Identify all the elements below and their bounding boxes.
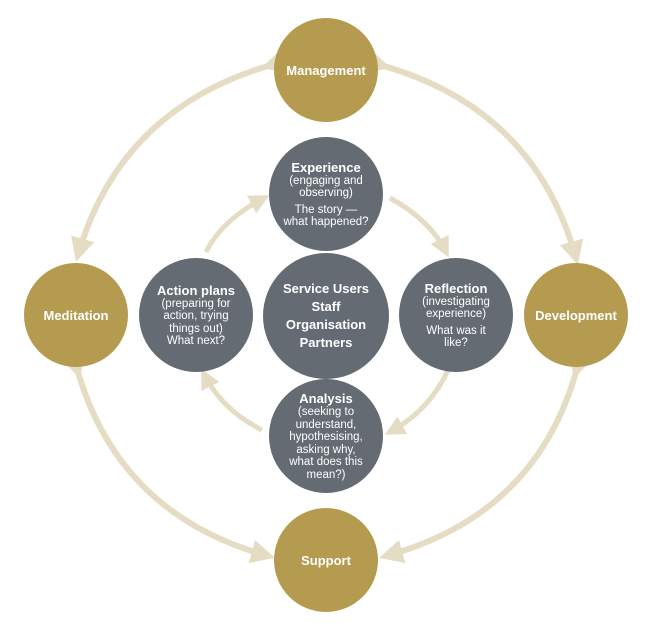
arrow-reflection-analysis	[384, 368, 451, 435]
center-line-partners: Partners	[299, 335, 353, 350]
center-line-organisation: Organisation	[285, 317, 367, 332]
action-plans-title: Action plans	[156, 282, 235, 298]
reflection-desc: (investigating experience)	[422, 295, 490, 321]
center-node: Service Users Staff Organisation Partner…	[263, 253, 389, 379]
arrow-action-experience	[203, 195, 270, 254]
arrow-management-development	[364, 49, 584, 265]
support-node: Support	[274, 508, 378, 612]
arrow-management-meditation	[71, 49, 288, 262]
reflection-question: What was it like?	[426, 324, 486, 350]
arrow-experience-reflection	[388, 195, 449, 258]
experience-desc: (engaging and observing)	[289, 174, 363, 200]
experience-node: Experience (engaging and observing) The …	[269, 137, 383, 251]
arrow-analysis-action	[201, 368, 264, 433]
development-label: Development	[535, 307, 617, 323]
action-plans-node: Action plans (preparing for action, tryi…	[139, 258, 253, 372]
arrow-development-support	[379, 352, 593, 564]
center-line-staff: Staff	[311, 299, 341, 314]
meditation-label: Meditation	[43, 307, 109, 323]
management-label: Management	[286, 62, 366, 78]
center-line-service-users: Service Users	[282, 281, 369, 296]
support-label: Support	[301, 552, 351, 568]
meditation-node: Meditation	[24, 263, 128, 367]
development-node: Development	[524, 263, 628, 367]
arrow-meditation-support	[61, 352, 275, 564]
reflection-title: Reflection	[424, 280, 488, 296]
experience-title: Experience	[291, 159, 361, 175]
experience-question: The story — what happened?	[283, 203, 369, 229]
analysis-node: Analysis (seeking to understand, hypothe…	[269, 379, 383, 493]
analysis-desc: (seeking to understand, hypothesising, a…	[289, 406, 363, 481]
action-plans-question: What next?	[166, 335, 226, 347]
analysis-title: Analysis	[299, 391, 353, 406]
reflection-node: Reflection (investigating experience) Wh…	[399, 258, 513, 372]
management-node: Management	[274, 18, 378, 122]
action-plans-desc: (preparing for action, trying things out…	[161, 297, 231, 335]
